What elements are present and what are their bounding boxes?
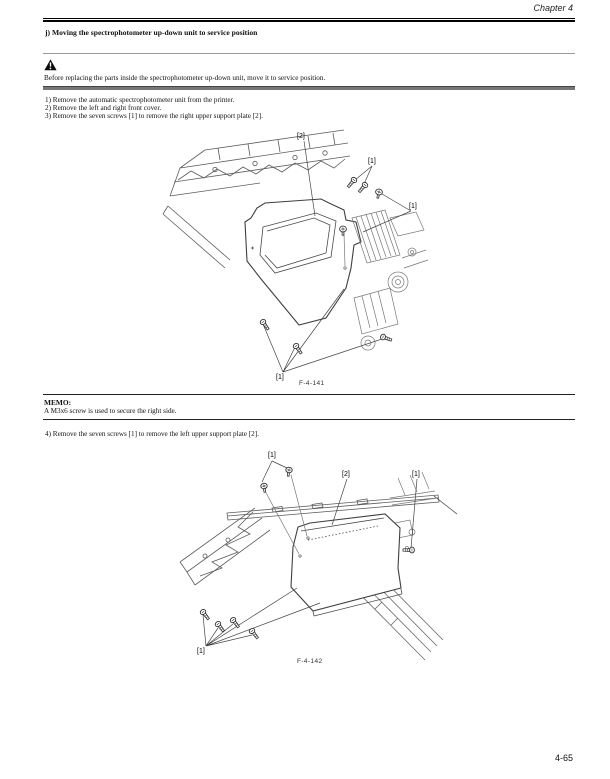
page-number: 4-65 <box>554 753 573 763</box>
warning-text: Before replacing the parts inside the sp… <box>44 74 326 82</box>
figure2-drawing <box>179 460 458 661</box>
figure1-caption: F-4-141 <box>299 380 325 387</box>
figure-f-4-141: [2] [1] [1] [1] F-4-141 <box>158 128 473 390</box>
figure1-label-screws-right: [1] <box>409 203 417 210</box>
chapter-header: Chapter 4 <box>533 3 573 13</box>
figure1-label-screws-bottom: [1] <box>276 374 284 381</box>
step-3: 3) Remove the seven screws [1] to remove… <box>45 112 263 120</box>
memo-text: A M3x6 screw is used to secure the right… <box>44 407 177 415</box>
warning-triangle-icon <box>44 58 57 71</box>
figure2-caption: F-4-142 <box>297 658 323 665</box>
memo-title: MEMO: <box>44 398 72 407</box>
figure1-label-screws-top: [1] <box>368 158 376 165</box>
section-heading: j) Moving the spectrophotometer up-down … <box>45 28 258 37</box>
warning-divider-bottom <box>43 86 575 90</box>
figure1-drawing <box>162 129 429 373</box>
step-4: 4) Remove the seven screws [1] to remove… <box>45 430 259 438</box>
figure2-label-screw-right: [1] <box>412 471 420 478</box>
memo-divider-top <box>43 394 575 395</box>
figure-f-4-142: [1] [2] [1] [1] F-4-142 <box>162 448 462 673</box>
figure2-label-part2: [2] <box>342 471 350 478</box>
memo-divider-bottom <box>43 419 575 420</box>
warning-divider-top <box>43 53 575 54</box>
step-2: 2) Remove the left and right front cover… <box>45 104 162 112</box>
figure1-label-part2: [2] <box>297 133 305 140</box>
figure2-label-screws-bottom: [1] <box>197 648 205 655</box>
header-rule <box>43 18 575 23</box>
procedure-steps: 1) Remove the automatic spectrophotomete… <box>45 96 263 120</box>
step-1: 1) Remove the automatic spectrophotomete… <box>45 96 235 104</box>
figure2-label-screws-top: [1] <box>268 452 276 459</box>
